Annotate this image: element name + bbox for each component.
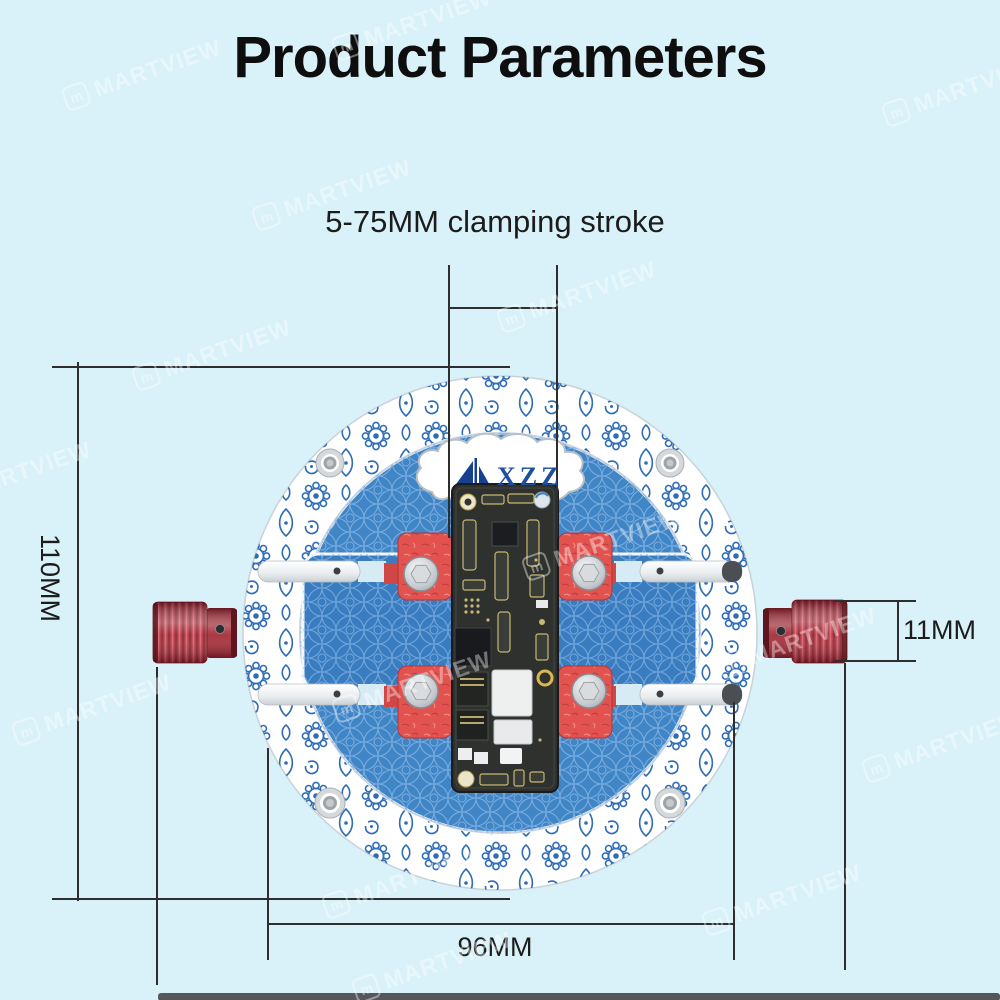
martview-logo-icon: m bbox=[10, 715, 43, 748]
martview-logo-icon: m bbox=[520, 550, 553, 583]
martview-logo-icon: m bbox=[130, 360, 163, 393]
knob-left bbox=[152, 601, 237, 664]
clamp-pad bbox=[397, 532, 453, 601]
motherboard bbox=[451, 483, 559, 793]
stud bbox=[654, 787, 686, 819]
next-section-edge bbox=[158, 993, 1000, 1000]
martview-logo-icon: m bbox=[330, 692, 363, 725]
rail-lower-right bbox=[639, 683, 743, 706]
inner-plate-pattern bbox=[300, 433, 700, 833]
martview-logo-icon: m bbox=[350, 972, 383, 1000]
rail-upper-right bbox=[639, 560, 743, 583]
label-fixture-diameter: 110MM bbox=[35, 533, 65, 623]
label-base-width: 96MM bbox=[457, 932, 533, 962]
martview-logo-icon: m bbox=[715, 648, 748, 681]
martview-logo-icon: m bbox=[495, 302, 528, 335]
label-knob-size: 11MM bbox=[903, 615, 977, 645]
label-clamping-stroke: 5-75MM clamping stroke bbox=[325, 204, 665, 239]
slide-rails bbox=[257, 560, 743, 707]
martview-logo-icon: m bbox=[320, 888, 353, 921]
martview-logo-icon: m bbox=[860, 752, 893, 785]
brand-subtext-decoration bbox=[502, 497, 549, 500]
mounting-studs bbox=[314, 448, 686, 819]
hex-screw bbox=[571, 673, 607, 709]
dimension-diameter-110mm bbox=[52, 362, 510, 901]
fixture-base bbox=[242, 375, 758, 891]
hex-screw bbox=[403, 556, 439, 592]
brand-text: XZZ bbox=[497, 462, 563, 491]
martview-logo-icon: m bbox=[60, 80, 93, 113]
stud bbox=[655, 448, 685, 478]
clamp-pad bbox=[557, 665, 613, 739]
ornament-ring bbox=[243, 376, 757, 890]
dimension-width-96mm bbox=[267, 702, 735, 960]
martview-logo-icon: m bbox=[700, 905, 733, 938]
stud bbox=[314, 787, 346, 819]
inner-plate bbox=[298, 431, 702, 835]
outer-plate bbox=[242, 375, 758, 891]
martview-logo-icon: m bbox=[880, 96, 913, 129]
rail-upper-left bbox=[257, 560, 361, 583]
sailboat-logo bbox=[451, 458, 497, 499]
slide-channel bbox=[301, 552, 699, 692]
stud bbox=[315, 448, 345, 478]
page-title: Product Parameters bbox=[233, 25, 767, 90]
